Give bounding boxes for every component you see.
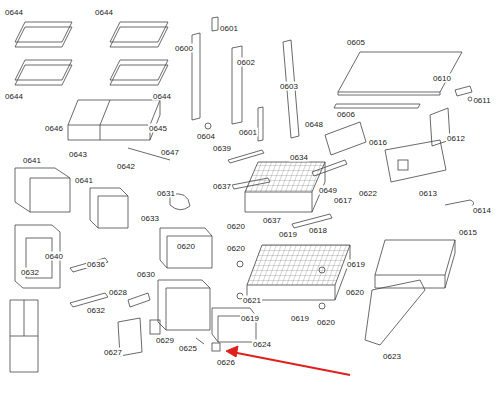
callout-number: 0637 (212, 182, 232, 191)
callout-number: 0619 (240, 314, 260, 323)
callout-number: 0649 (318, 186, 338, 195)
callout-number: 0632 (86, 306, 106, 315)
callout-number: 0618 (308, 226, 328, 235)
callout-number: 0646 (44, 124, 64, 133)
callout-number: 0643 (68, 150, 88, 159)
callout-number: 0644 (4, 92, 24, 101)
callout-number: 0641 (74, 176, 94, 185)
callout-number: 0628 (108, 288, 128, 297)
callout-number: 0642 (116, 162, 136, 171)
callout-number: 0601 (238, 128, 258, 137)
callout-number: 0602 (236, 58, 256, 67)
callout-number: 0603 (279, 82, 299, 91)
callout-number: 0621 (242, 296, 262, 305)
callout-number: 0616 (368, 138, 388, 147)
callout-number: 0605 (346, 38, 366, 47)
callout-number: 0627 (103, 348, 123, 357)
callout-number: 0619 (290, 314, 310, 323)
callout-number: 0629 (155, 336, 175, 345)
callout-number: 0600 (174, 44, 194, 53)
callout-number: 0632 (20, 268, 40, 277)
callout-number: 0640 (44, 252, 64, 261)
callout-number: 0633 (140, 214, 160, 223)
callout-number: 0601 (219, 24, 239, 33)
callout-number: 0604 (196, 132, 216, 141)
callout-number: 0610 (432, 74, 452, 83)
callout-number: 0620 (226, 244, 246, 253)
callout-number: 0620 (176, 242, 196, 251)
callout-number: 0620 (226, 222, 246, 231)
callout-number: 0619 (346, 260, 366, 269)
callout-number: 0617 (333, 196, 353, 205)
callout-number: 0619 (278, 230, 298, 239)
callout-number: 0624 (252, 340, 272, 349)
callout-number: 0647 (160, 148, 180, 157)
callout-number: 0634 (289, 153, 309, 162)
callout-number: 0606 (336, 110, 356, 119)
callout-number: 0611 (472, 96, 491, 105)
callout-number: 0620 (316, 318, 336, 327)
callout-number: 0648 (304, 120, 324, 129)
callout-number: 0644 (152, 92, 172, 101)
callout-number: 0637 (262, 216, 282, 225)
callout-number: 0641 (22, 156, 42, 165)
callout-number: 0614 (472, 206, 492, 215)
callout-number: 0645 (148, 124, 168, 133)
callout-number: 0613 (418, 189, 438, 198)
callout-number: 0625 (178, 344, 198, 353)
callout-number: 0626 (216, 358, 236, 367)
callout-number: 0644 (4, 8, 24, 17)
callout-number: 0631 (156, 189, 176, 198)
callout-number: 0615 (458, 228, 478, 237)
callout-number: 0612 (446, 134, 466, 143)
callout-number: 0639 (212, 144, 232, 153)
callout-number: 0630 (136, 270, 156, 279)
callout-number: 0636 (86, 260, 106, 269)
callout-number: 0622 (358, 189, 378, 198)
callout-number: 0620 (345, 288, 365, 297)
callout-number: 0623 (382, 352, 402, 361)
callout-number: 0644 (94, 8, 114, 17)
